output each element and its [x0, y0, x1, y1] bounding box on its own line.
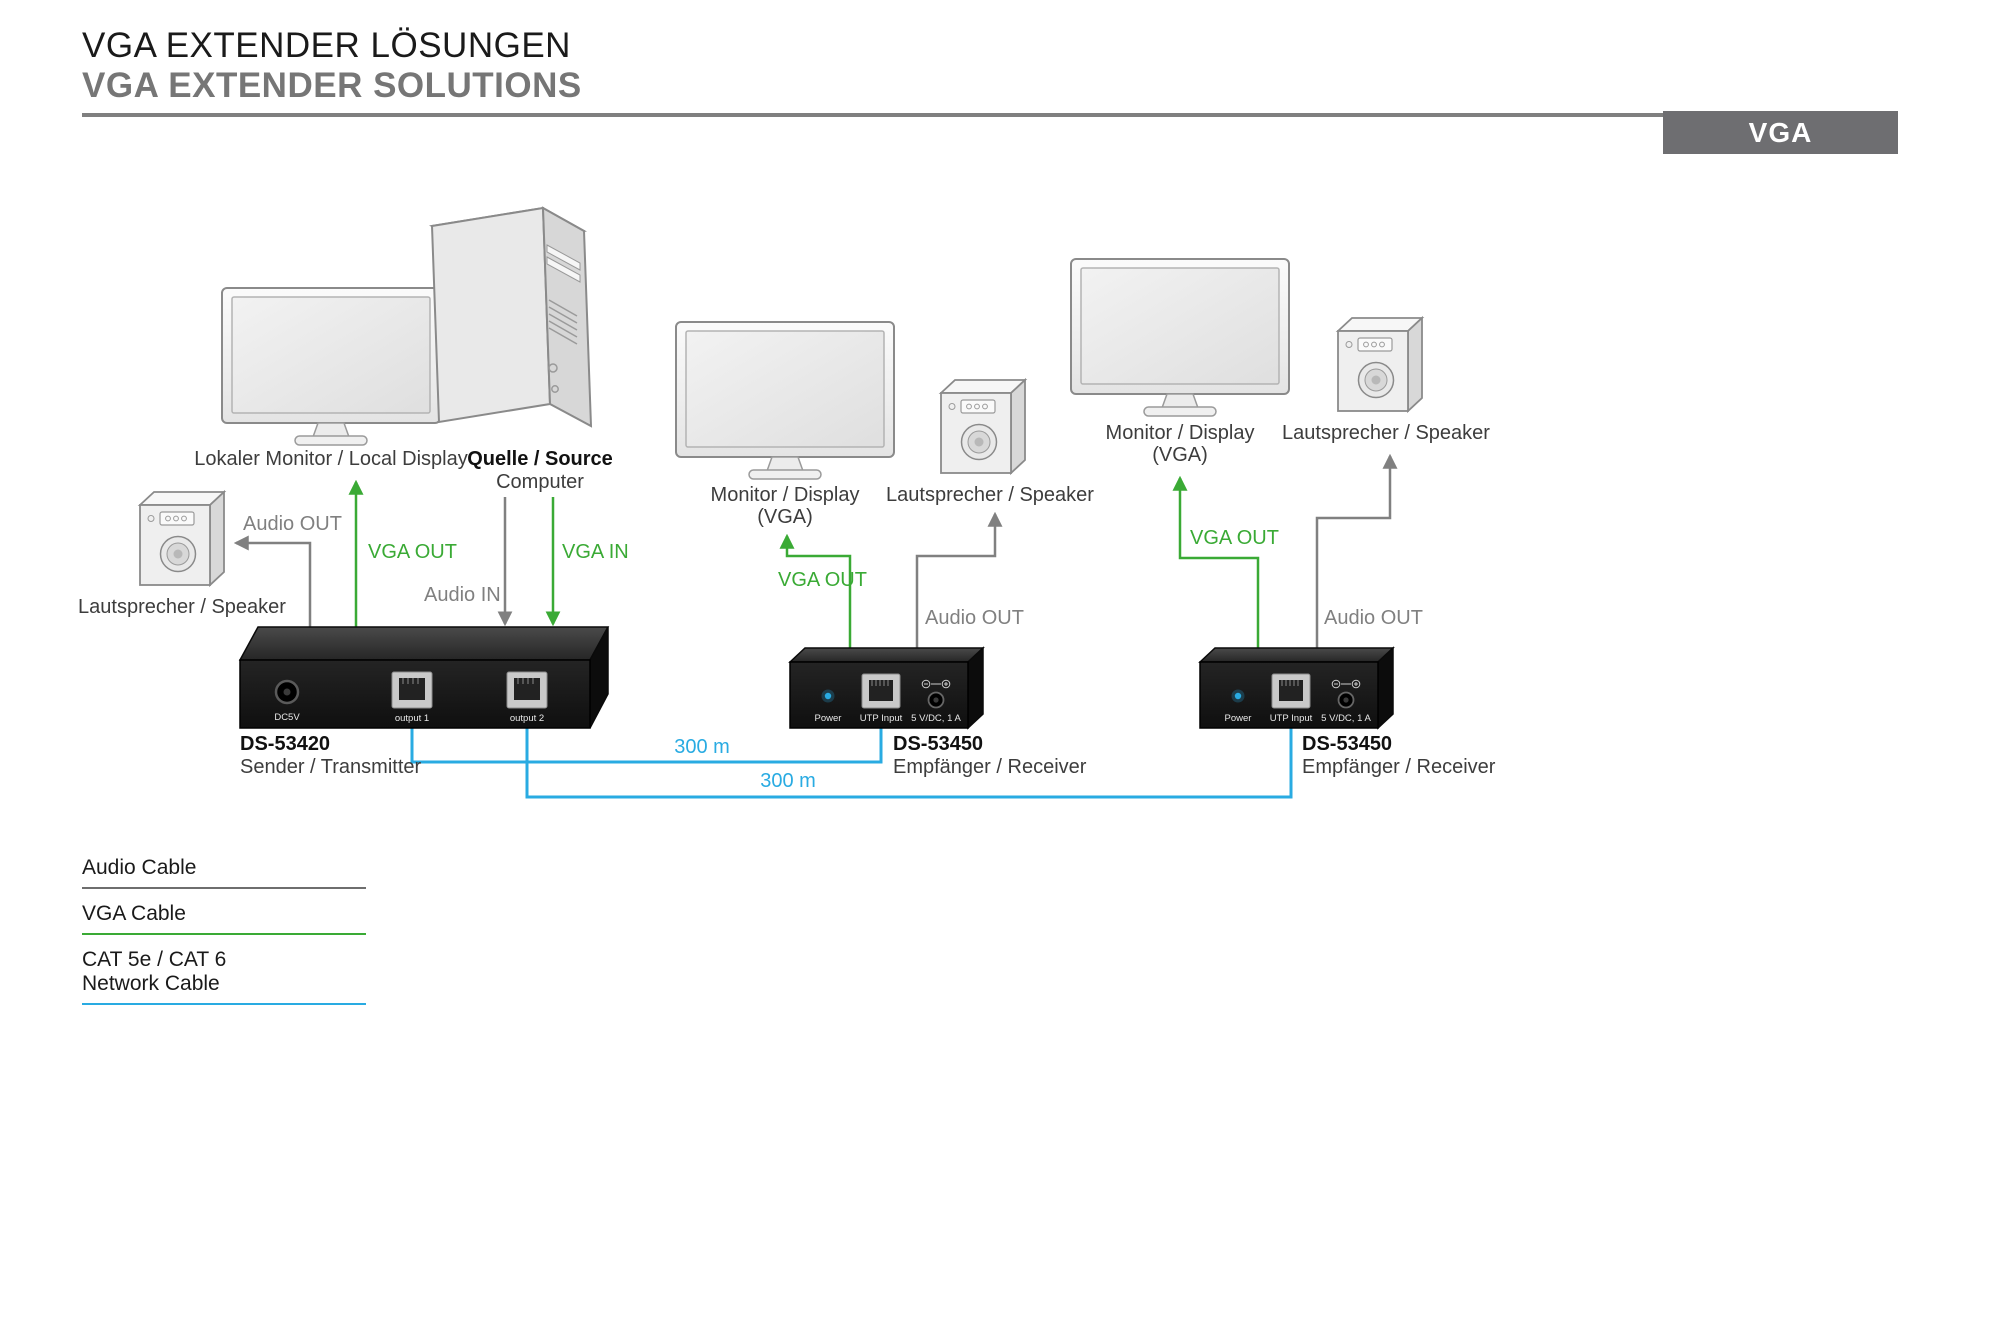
- receiver-right-model: DS-53450: [1302, 733, 1393, 755]
- monitor-mid-sub: (VGA): [757, 506, 813, 528]
- cable-legend: Audio Cable VGA Cable CAT 5e / CAT 6 Net…: [82, 856, 366, 1018]
- vga-cable-out-right: [1172, 475, 1260, 650]
- vga-in-label: VGA IN: [562, 541, 629, 563]
- legend-audio-cable: Audio Cable: [82, 856, 366, 889]
- receiver-mid-role: Empfänger / Receiver: [893, 756, 1087, 778]
- transmitter-out2-label: output 2: [510, 713, 544, 724]
- speaker-mid-label: Lautsprecher / Speaker: [886, 484, 1094, 506]
- cat-run1-length-label: 300 m: [674, 736, 730, 758]
- audio-cable-out-right: [1315, 453, 1398, 650]
- monitor-right-sub: (VGA): [1152, 444, 1208, 466]
- transmitter-role: Sender / Transmitter: [240, 756, 422, 778]
- audio-out-left-label: Audio OUT: [243, 513, 342, 535]
- legend-cat-cable: CAT 5e / CAT 6 Network Cable: [82, 948, 366, 1006]
- speaker-left-label: Lautsprecher / Speaker: [78, 596, 286, 618]
- legend-vga-cable: VGA Cable: [82, 902, 366, 935]
- cat-cable-run2: [525, 728, 1293, 799]
- header-divider: [82, 113, 1898, 117]
- speaker-mid-illustration: [940, 379, 1026, 474]
- local-monitor-illustration: [221, 287, 441, 446]
- monitor-right-label: Monitor / Display: [1105, 422, 1255, 444]
- legend-cat-label-line1: CAT 5e / CAT 6: [82, 948, 227, 971]
- speaker-right-illustration: [1337, 317, 1423, 412]
- receiver-right-illustration: [1199, 647, 1394, 729]
- transmitter-model: DS-53420: [240, 733, 331, 755]
- speaker-right-label: Lautsprecher / Speaker: [1282, 422, 1490, 444]
- page-title-en: VGA EXTENDER SOLUTIONS: [82, 66, 582, 105]
- local-monitor-label: Lokaler Monitor / Local Display: [194, 448, 468, 470]
- monitor-mid-illustration: [675, 321, 895, 480]
- speaker-left-illustration: [139, 491, 225, 586]
- vga-out-right-label: VGA OUT: [1190, 527, 1279, 549]
- legend-cat-label-line2: Network Cable: [82, 972, 220, 996]
- audio-cable-out-mid: [915, 511, 1003, 650]
- vga-cable-out-mid: [779, 533, 852, 650]
- cat-run2-length-label: 300 m: [760, 770, 816, 792]
- audio-cable-left: [233, 535, 312, 640]
- vga-out-left-label: VGA OUT: [368, 541, 457, 563]
- source-computer-type: Computer: [496, 471, 584, 493]
- transmitter-illustration: DC5V output 1 output 2: [238, 626, 610, 729]
- legend-vga-label: VGA Cable: [82, 902, 186, 925]
- legend-audio-label: Audio Cable: [82, 856, 197, 879]
- monitor-mid-label: Monitor / Display: [710, 484, 860, 506]
- audio-out-mid-label: Audio OUT: [925, 607, 1024, 629]
- receiver-right-role: Empfänger / Receiver: [1302, 756, 1496, 778]
- receiver-mid-illustration: [789, 647, 984, 729]
- audio-in-label: Audio IN: [424, 584, 501, 606]
- computer-vents: [548, 299, 578, 345]
- source-computer-illustration: [429, 206, 593, 428]
- monitor-right-illustration: [1070, 258, 1290, 417]
- audio-out-right-label: Audio OUT: [1324, 607, 1423, 629]
- vga-out-mid-label: VGA OUT: [778, 569, 867, 591]
- transmitter-out1-label: output 1: [395, 713, 429, 724]
- vga-badge: VGA: [1663, 111, 1898, 154]
- page-title-de: VGA EXTENDER LÖSUNGEN: [82, 26, 571, 65]
- source-computer-name: Quelle / Source: [467, 448, 613, 470]
- receiver-mid-model: DS-53450: [893, 733, 984, 755]
- transmitter-dc-label: DC5V: [274, 712, 300, 723]
- cat-cable-run1: [410, 728, 883, 764]
